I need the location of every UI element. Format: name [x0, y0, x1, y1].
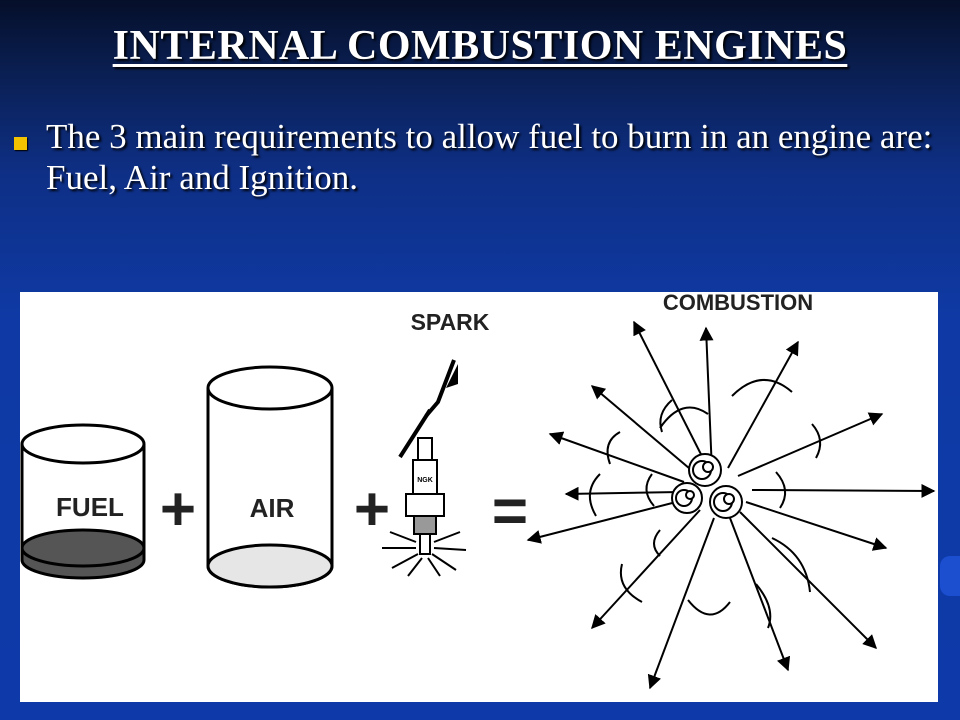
plug-brand-label: NGK	[417, 477, 433, 484]
equals-operator: =	[492, 477, 528, 546]
slide-title: INTERNAL COMBUSTION ENGINES	[112, 23, 848, 69]
bullet-square-icon	[14, 137, 27, 150]
fuel-container-icon	[20, 423, 146, 580]
smoke-cloud-icon	[671, 453, 743, 519]
combustion-label: COMBUSTION	[663, 292, 813, 315]
diagram-canvas: FUEL + AIR + SPARK NGK	[20, 292, 936, 690]
spark-label: SPARK	[411, 309, 490, 335]
combustion-diagram: FUEL + AIR + SPARK NGK	[20, 292, 938, 702]
fuel-label: FUEL	[56, 492, 124, 522]
plus-operator: +	[354, 475, 390, 544]
spark-plug-icon: NGK	[382, 359, 467, 577]
plus-operator: +	[160, 475, 196, 544]
explosion-icon	[526, 320, 936, 690]
air-container-icon	[206, 365, 334, 589]
slide-decoration	[940, 556, 960, 596]
air-label: AIR	[250, 493, 295, 523]
bullet-item: The 3 main requirements to allow fuel to…	[14, 116, 944, 198]
bullet-text: The 3 main requirements to allow fuel to…	[46, 117, 933, 197]
